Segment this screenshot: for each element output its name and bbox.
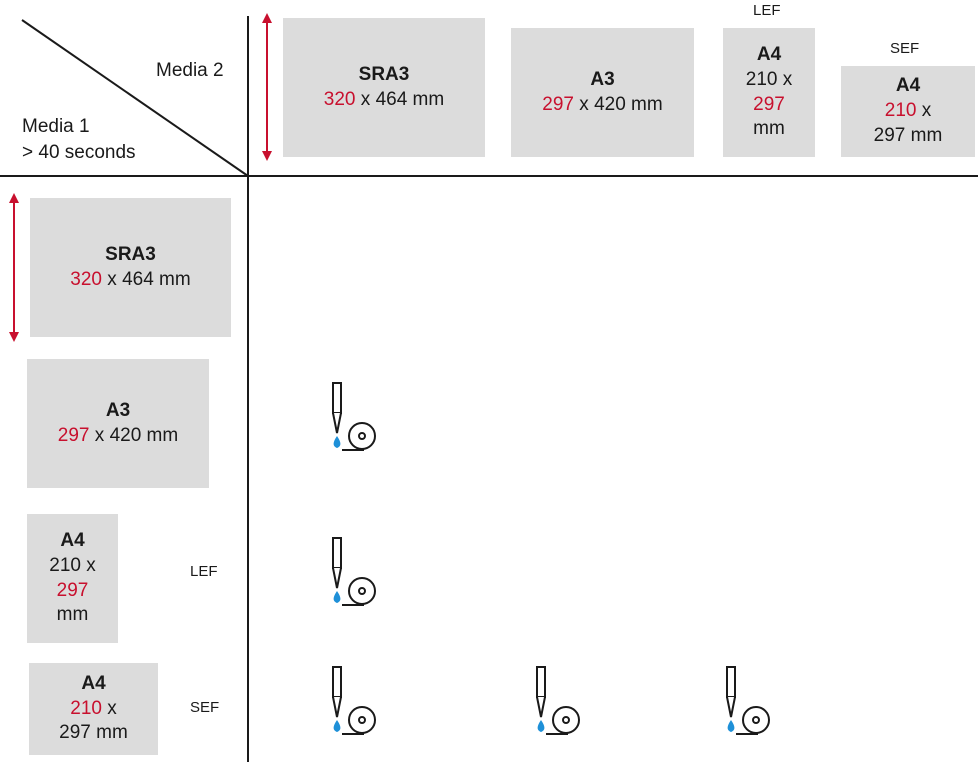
- column-sra3-card: SRA3 320 x 464 mm: [283, 18, 485, 157]
- media1-label: Media 1: [22, 116, 90, 137]
- row-a4-sef-card: A4 210 x 297 mm: [29, 663, 158, 755]
- column-a4-lef-orientation: LEF: [753, 2, 781, 19]
- inkjet-dryer-icon: [726, 666, 770, 735]
- inkjet-dryer-icon: [332, 382, 376, 451]
- column-a3-name: A3: [590, 68, 615, 90]
- inkjet-dryer-icon: [332, 666, 376, 735]
- inkjet-dryer-icon: [332, 537, 376, 606]
- column-a3-dims: 297 x 420 mm: [542, 93, 663, 115]
- column-a4-sef-orientation: SEF: [890, 40, 920, 57]
- row-sra3-card: SRA3 320 x 464 mm: [30, 198, 231, 337]
- row-a4-sef-orientation: SEF: [190, 699, 220, 716]
- row-a3-card: A3 297 x 420 mm: [27, 359, 209, 488]
- row-a4-sef-name: A4: [81, 672, 106, 694]
- duration-label: > 40 seconds: [22, 142, 136, 163]
- column-sra3-dims: 320 x 464 mm: [323, 88, 445, 110]
- row-a4-lef-name: A4: [60, 530, 85, 552]
- column-a3-card: A3 297 x 420 mm: [511, 28, 694, 157]
- column-a4-lef-card: A4 210 x 297 mm: [723, 28, 815, 157]
- media2-label: Media 2: [156, 60, 224, 81]
- column-a4-lef-name: A4: [756, 44, 782, 66]
- column-a4-sef-card: A4 210 x 297 mm: [841, 66, 975, 157]
- row-a4-lef-card: A4 210 x 297 mm: [27, 514, 118, 643]
- row-a4-lef-orientation: LEF: [190, 563, 218, 580]
- row-sra3-name: SRA3: [105, 243, 156, 265]
- row-a3-name: A3: [105, 399, 131, 421]
- column-sra3-name: SRA3: [358, 63, 410, 85]
- column-a4-sef-name: A4: [895, 75, 921, 97]
- inkjet-dryer-icon: [536, 666, 580, 735]
